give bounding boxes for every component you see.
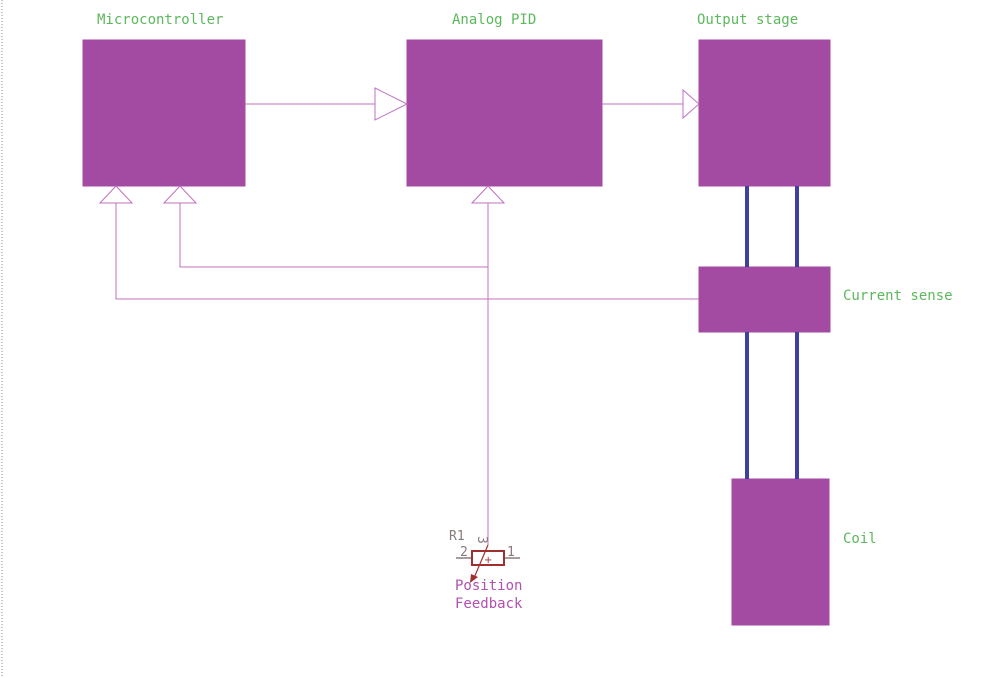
- current-sense-label: Current sense: [843, 288, 953, 304]
- analog-pid-block[interactable]: [406, 39, 603, 187]
- mcu-input1-arrow-icon: [98, 185, 134, 204]
- r1-pin3-label: 3: [474, 536, 489, 544]
- analog-pid-label: Analog PID: [452, 12, 536, 28]
- r1-body: [471, 550, 505, 566]
- current-sense-block[interactable]: [698, 266, 831, 333]
- coil-block[interactable]: [731, 478, 830, 626]
- r1-value-line1: Position: [455, 578, 522, 594]
- wire-position-to-mcu[interactable]: [179, 203, 488, 268]
- r1-pin1-label: 1: [507, 545, 515, 560]
- microcontroller-label: Microcontroller: [97, 12, 223, 28]
- r1-wiper-arrow-icon: [470, 574, 478, 583]
- pid-feedback-arrow-icon: [470, 185, 506, 204]
- mcu-input2-arrow-icon: [162, 185, 198, 204]
- r1-wiper: [473, 544, 489, 579]
- coil-label: Coil: [843, 531, 877, 547]
- wire-current-sense-to-mcu[interactable]: [115, 203, 699, 300]
- output-input-arrow-icon: [682, 88, 700, 120]
- r1-value-line2: Feedback: [455, 596, 523, 612]
- pid-input-arrow-icon: [374, 87, 409, 121]
- output-stage-block[interactable]: [698, 39, 831, 187]
- r1-plus-icon: +: [484, 555, 492, 566]
- output-stage-label: Output stage: [697, 12, 798, 28]
- potentiometer-r1[interactable]: + R1 2 1 3 Position Feedback: [449, 529, 523, 612]
- r1-pin2-label: 2: [460, 545, 468, 560]
- r1-reference: R1: [449, 529, 465, 544]
- microcontroller-block[interactable]: [82, 39, 246, 187]
